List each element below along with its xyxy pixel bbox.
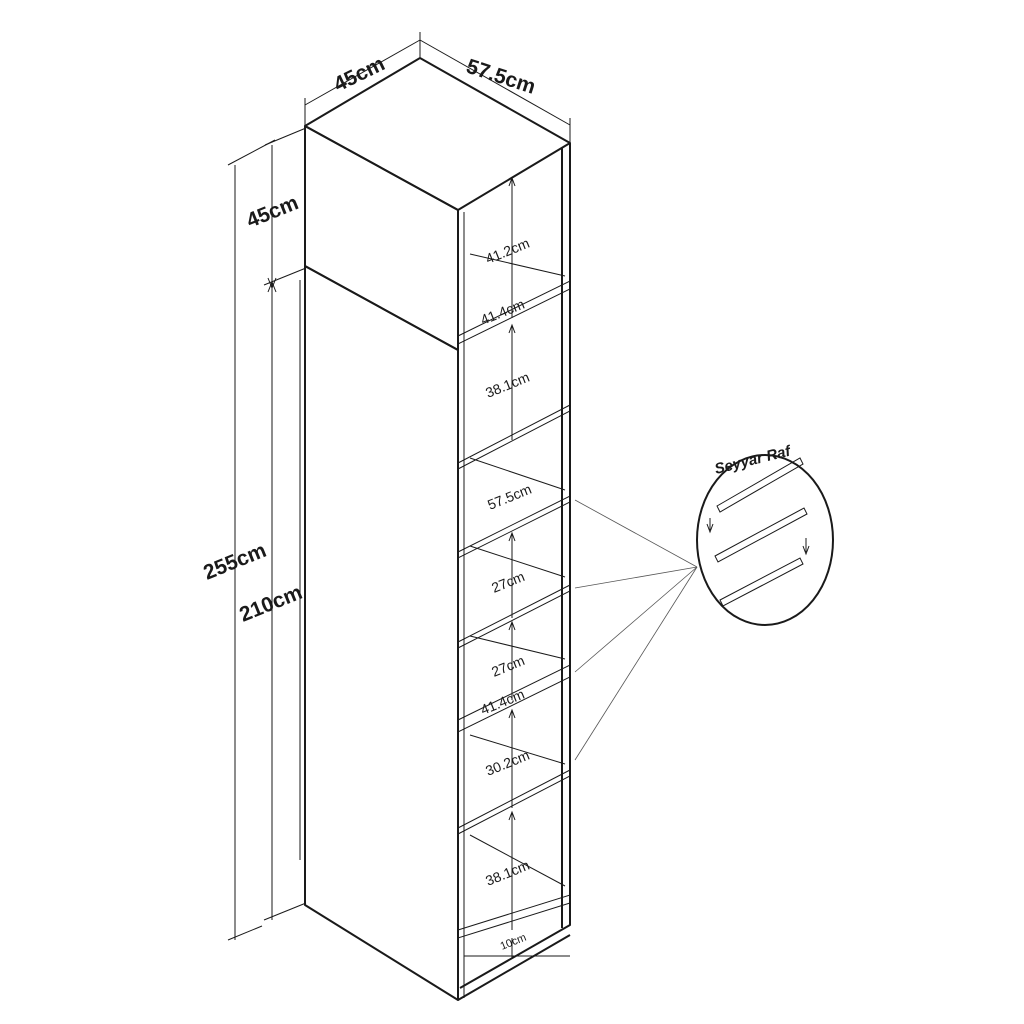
width-label: 45cm	[330, 52, 388, 96]
compartment-6-label: 30.2cm	[483, 747, 532, 779]
depth-label: 57.5cm	[463, 55, 538, 99]
removable-shelf-detail	[696, 454, 834, 626]
interior-dimension-arrows	[464, 176, 570, 958]
compartment-7-label: 38.1cm	[483, 857, 532, 889]
compartment-4-label: 27cm	[489, 568, 527, 596]
left-dimension-lines	[227, 127, 307, 941]
compartment-5-label: 27cm	[489, 652, 527, 680]
shelf-depth-label: 57.5cm	[485, 481, 534, 513]
lower-shelf-width-label: 41.4cm	[478, 686, 527, 718]
callout-leaders	[574, 499, 698, 761]
top-shelf-width-label: 41.4cm	[478, 296, 527, 328]
cabinet-shell	[299, 57, 571, 1001]
removable-shelf-label: Seyyar Raf	[713, 442, 794, 478]
compartment-2-label: 38.1cm	[483, 369, 532, 401]
shelves	[457, 253, 571, 939]
top-compartment-label: 41.2cm	[483, 235, 532, 267]
body-height-label: 210cm	[236, 581, 305, 627]
plinth-label: 10cm	[499, 932, 528, 953]
dimension-labels: 45cm 57.5cm 45cm 255cm 210cm 41.2cm 41.4…	[200, 52, 538, 953]
top-dimension-lines	[304, 32, 571, 143]
